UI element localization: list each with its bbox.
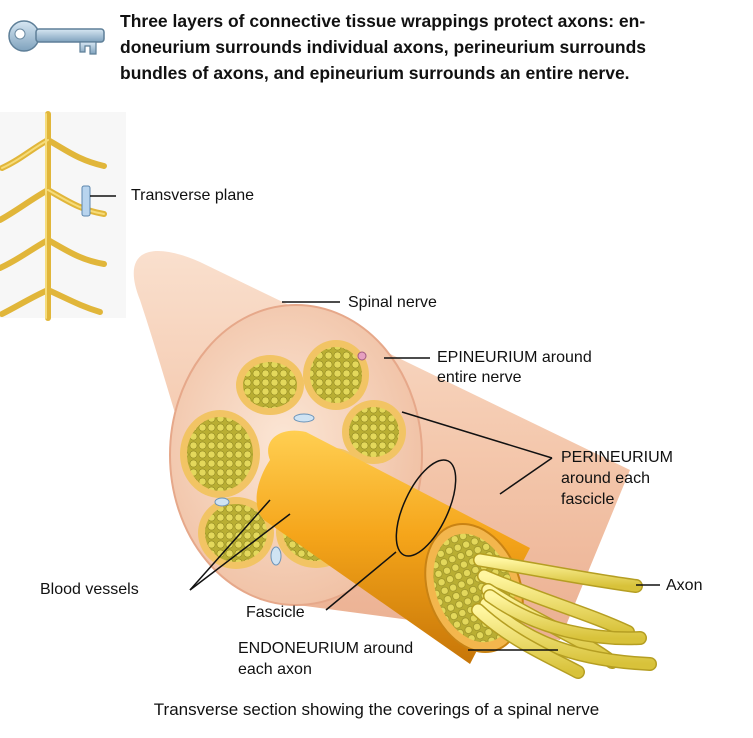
label-fascicle: Fascicle	[246, 603, 305, 623]
label-epineurium-line1: EPINEURIUM around	[437, 348, 592, 368]
label-perineurium-line2: around each	[561, 469, 650, 489]
label-perineurium-line1: PERINEURIUM	[561, 448, 673, 468]
label-blood-vessels: Blood vessels	[40, 580, 139, 600]
label-endoneurium-line1: ENDONEURIUM around	[238, 639, 413, 659]
figure-caption: Transverse section showing the coverings…	[0, 700, 753, 720]
label-axon: Axon	[666, 576, 702, 596]
label-epineurium-line2: entire nerve	[437, 368, 522, 388]
label-endoneurium-line2: each axon	[238, 660, 312, 680]
spinal-cord-inset	[0, 112, 126, 318]
label-perineurium-line3: fascicle	[561, 490, 614, 510]
label-transverse-plane: Transverse plane	[131, 186, 254, 206]
label-spinal-nerve: Spinal nerve	[348, 293, 437, 313]
